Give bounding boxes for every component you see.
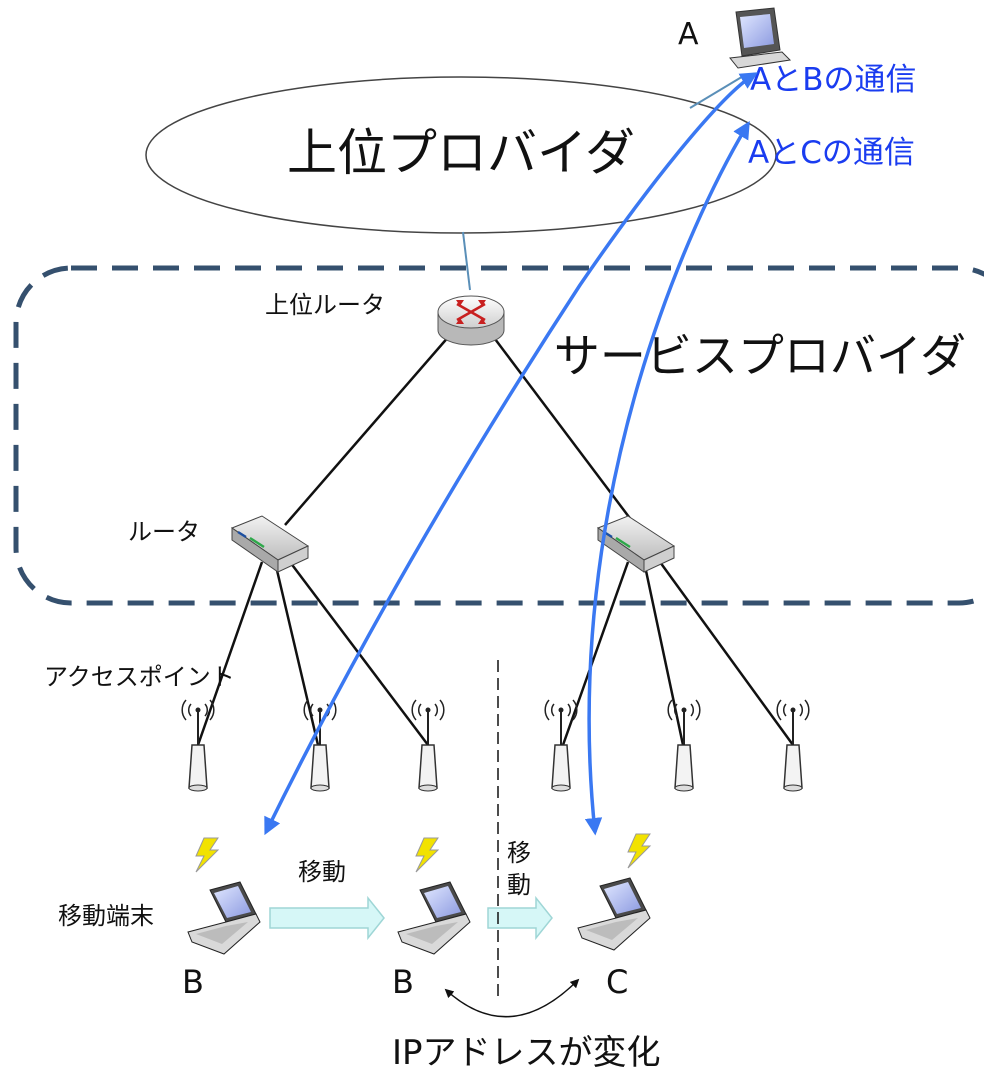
move-label-2-line2: 動 xyxy=(507,871,531,899)
wireless-bolt-2-icon xyxy=(415,837,440,873)
ip-change-arrow xyxy=(444,978,580,1018)
service-provider-label: サービスプロバイダ xyxy=(554,329,966,383)
move-arrow-1 xyxy=(269,895,385,941)
upper-provider-label: 上位プロバイダ xyxy=(287,124,635,182)
upper-router-label: 上位ルータ xyxy=(265,291,385,319)
host-a-computer-icon xyxy=(729,7,792,69)
access-point-label: アクセスポイント xyxy=(44,663,235,691)
move-label-1: 移動 xyxy=(298,858,346,886)
host-a-uplink xyxy=(689,74,746,109)
communication-a-b-label: AとBの通信 xyxy=(750,62,916,98)
access-point-3-icon xyxy=(411,699,445,792)
communication-a-c-label: AとCの通信 xyxy=(748,135,915,171)
access-point-4-icon xyxy=(544,699,578,792)
move-arrow-2 xyxy=(487,895,553,941)
terminal-b-after-label: B xyxy=(392,963,414,1001)
link-upper-router-left-router xyxy=(284,334,451,526)
access-point-5-icon xyxy=(667,699,701,792)
terminal-c-label: C xyxy=(606,963,628,1001)
wireless-bolt-1-icon xyxy=(195,837,220,873)
link-right-router-ap5 xyxy=(643,565,685,746)
move-label-2-line1: 移 xyxy=(507,839,531,867)
upper-router-icon xyxy=(437,295,505,346)
link-right-router-ap6 xyxy=(658,561,795,746)
ip-change-label: IPアドレスが変化 xyxy=(392,1033,661,1069)
mobile-terminal-b-after-icon xyxy=(397,881,471,955)
router-label: ルータ xyxy=(128,518,200,546)
terminal-b-before-label: B xyxy=(182,963,204,1001)
communication-a-c-arrow xyxy=(584,121,750,836)
access-point-6-icon xyxy=(776,699,810,792)
mobile-terminal-c-icon xyxy=(577,877,651,951)
host-a-label: A xyxy=(678,17,699,52)
mobile-terminal-label: 移動端末 xyxy=(58,902,154,930)
mobile-terminal-b-before-icon xyxy=(187,881,261,955)
link-left-router-ap1 xyxy=(196,561,264,746)
router-left-icon xyxy=(230,515,310,573)
upper-provider-cloud: 上位プロバイダ xyxy=(145,76,777,234)
provider-uplink xyxy=(462,231,471,291)
router-right-icon xyxy=(596,515,676,573)
wireless-bolt-3-icon xyxy=(627,833,652,869)
access-point-1-icon xyxy=(181,699,215,792)
